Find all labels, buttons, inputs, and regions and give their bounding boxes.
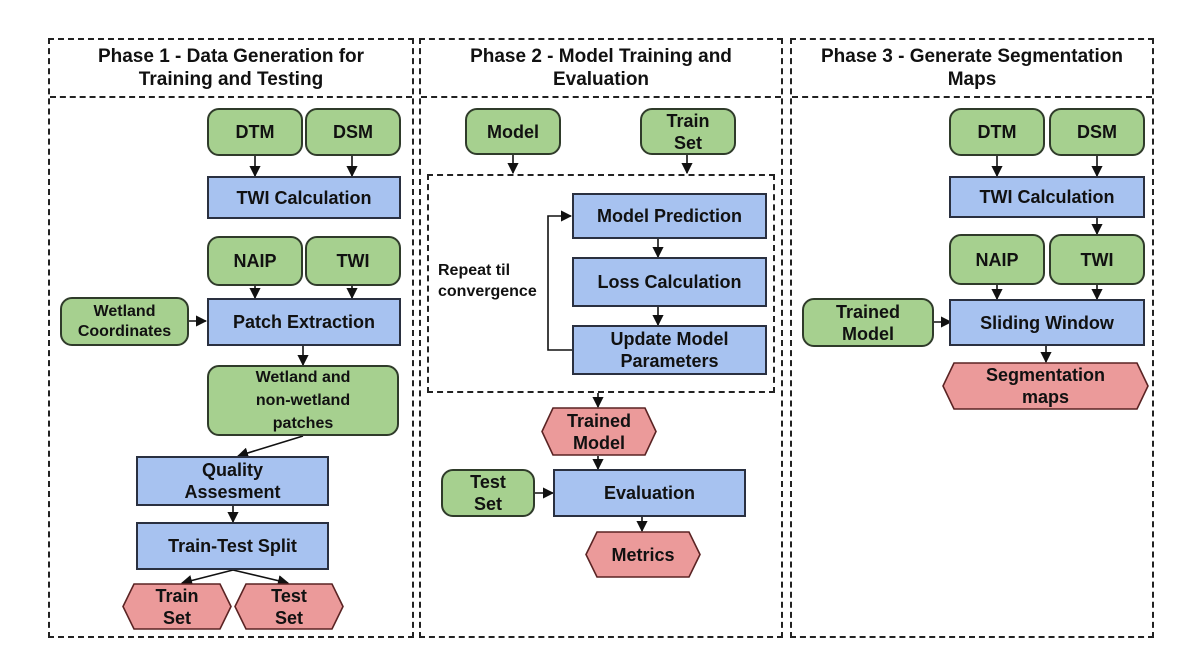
- p1-test-set-hexagon: [234, 583, 344, 630]
- p3-dtm-node: DTM: [949, 108, 1045, 156]
- p2-trained-model-node: Trained Model: [541, 407, 657, 456]
- p2-evaluation-node: Evaluation: [553, 469, 746, 517]
- p1-test-set-node: Test Set: [234, 583, 344, 630]
- p2-trained-model-label: Trained Model: [566, 410, 632, 453]
- p2-metrics-label: Metrics: [611, 544, 675, 565]
- p3-sliding-window-node: Sliding Window: [949, 299, 1145, 346]
- p1-twi-calculation-node: TWI Calculation: [207, 176, 401, 219]
- p2-update-parameters-node: Update Model Parameters: [572, 325, 767, 375]
- phase-1-title: Phase 1 - Data Generation for Training a…: [50, 40, 412, 98]
- p3-dsm-node: DSM: [1049, 108, 1145, 156]
- edge-p1-split-trainset: [180, 569, 234, 586]
- phase-2-title: Phase 2 - Model Training and Evaluation: [421, 40, 781, 98]
- p2-metrics-hexagon: [585, 531, 701, 578]
- p2-trained-model-hexagon: [541, 407, 657, 456]
- p1-test-set-label: Test Set: [271, 585, 307, 628]
- p1-patch-extraction-node: Patch Extraction: [207, 298, 401, 346]
- edge-p1-split-testset: [232, 569, 290, 587]
- p3-segmentation-maps-label: Segmentation maps: [985, 365, 1105, 407]
- p1-train-test-split-node: Train-Test Split: [136, 522, 329, 570]
- p3-twi-node: TWI: [1049, 234, 1145, 285]
- p1-train-set-label: Train Set: [155, 585, 199, 628]
- p2-model-prediction-node: Model Prediction: [572, 193, 767, 239]
- training-loop-box: [427, 174, 775, 393]
- p2-repeat-label: Repeat til convergence: [438, 262, 537, 300]
- phase-3-panel: Phase 3 - Generate Segmentation Maps: [790, 38, 1154, 638]
- phase-2-panel: Phase 2 - Model Training and Evaluation: [419, 38, 783, 638]
- p1-train-set-hexagon: [122, 583, 232, 630]
- p1-wetland-patches-node: Wetland and non-wetland patches: [207, 365, 399, 436]
- p1-quality-assessment-node: Quality Assesment: [136, 456, 329, 506]
- phase-1-panel: Phase 1 - Data Generation for Training a…: [48, 38, 414, 638]
- p3-trained-model-node: Trained Model: [802, 298, 934, 347]
- edge-p2-repeat-loop: [547, 210, 573, 351]
- p1-dtm-node: DTM: [207, 108, 303, 156]
- p1-naip-node: NAIP: [207, 236, 303, 286]
- p1-dsm-node: DSM: [305, 108, 401, 156]
- p1-train-set-node: Train Set: [122, 583, 232, 630]
- p2-test-set-node: Test Set: [441, 469, 535, 517]
- phase-3-title: Phase 3 - Generate Segmentation Maps: [792, 40, 1152, 98]
- p3-naip-node: NAIP: [949, 234, 1045, 285]
- p3-twi-calculation-node: TWI Calculation: [949, 176, 1145, 218]
- edge-p1-patches-quality: [236, 435, 304, 459]
- p3-segmentation-maps-node: Segmentation maps: [942, 362, 1149, 410]
- p1-wetland-coordinates-node: Wetland Coordinates: [60, 297, 189, 346]
- p1-twi-node: TWI: [305, 236, 401, 286]
- p2-model-node: Model: [465, 108, 561, 155]
- p2-train-set-node: Train Set: [640, 108, 736, 155]
- p2-metrics-node: Metrics: [585, 531, 701, 578]
- p3-segmentation-maps-hexagon: [942, 362, 1149, 410]
- p2-loss-calculation-node: Loss Calculation: [572, 257, 767, 307]
